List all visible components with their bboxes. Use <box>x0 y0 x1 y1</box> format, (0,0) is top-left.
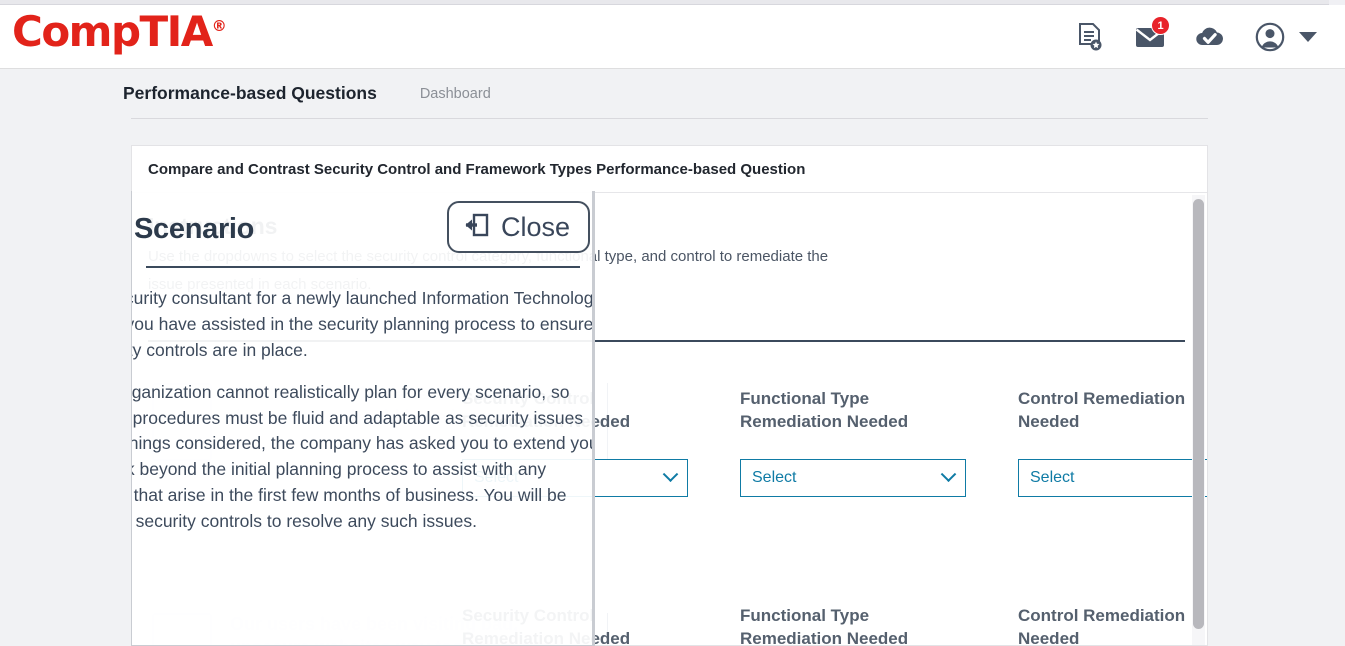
scenario-modal-body: As the lead security consultant for a ne… <box>132 268 594 535</box>
column-label-control-remediation: Control Remediation Needed <box>1018 389 1186 431</box>
dialogue-divider-1 <box>607 383 608 475</box>
scenario-paragraph-2: However, an organization cannot realisti… <box>131 381 594 532</box>
chevron-down-icon <box>940 465 957 482</box>
question-title: Compare and Contrast Security Control an… <box>148 160 806 178</box>
comptia-logo[interactable]: CompTIA® <box>12 11 227 53</box>
close-button-label: Close <box>500 211 570 242</box>
grid-column-functional-type: Functional Type Remediation Needed Selec… <box>740 605 1018 646</box>
topbar-icon-group: 1 <box>1073 16 1317 55</box>
browser-top-strip <box>0 0 1345 5</box>
select-functional-type-row-1[interactable]: Select <box>740 459 966 497</box>
logo-text: CompTIA <box>12 7 213 56</box>
select-value: Select <box>752 469 797 486</box>
scenario-modal-header: Scenario Close <box>134 191 590 268</box>
mail-icon[interactable]: 1 <box>1133 16 1170 55</box>
chevron-down-icon <box>662 465 679 482</box>
select-control-remediation-row-1[interactable]: Select <box>1018 459 1207 497</box>
grid-column-control-remediation: Control Remediation Needed Select <box>1018 605 1207 646</box>
scenario-modal-title: Scenario <box>134 213 255 245</box>
content-scrollbar-thumb[interactable] <box>1193 199 1204 629</box>
instructions-divider <box>148 340 1185 342</box>
column-label-functional-type: Functional Type Remediation Needed <box>740 606 909 646</box>
close-icon <box>463 211 491 244</box>
close-button[interactable]: Close <box>446 201 590 253</box>
certificate-icon[interactable] <box>1073 19 1107 55</box>
content-scrollbar[interactable] <box>1192 195 1205 645</box>
scenario-modal: Scenario Close As the lead security cons… <box>131 191 595 646</box>
question-card-header: Compare and Contrast Security Control an… <box>132 146 1207 193</box>
column-label-functional-type: Functional Type Remediation Needed <box>740 389 909 431</box>
select-value: Select <box>1030 469 1075 486</box>
logo-trademark: ® <box>211 17 227 35</box>
grid-column-functional-type: Functional Type Remediation Needed Selec… <box>740 388 1018 497</box>
chevron-down-icon[interactable] <box>1299 32 1317 42</box>
page-tab-bar: Performance-based Questions Dashboard <box>123 78 1208 119</box>
mail-badge-count: 1 <box>1151 16 1170 35</box>
browser-scrollbar-track[interactable] <box>1329 0 1345 5</box>
dialogue-divider-2 <box>607 613 608 645</box>
cloud-check-icon[interactable] <box>1193 19 1227 55</box>
scenario-paragraph-1: As the lead security consultant for a ne… <box>132 288 595 360</box>
tab-dashboard[interactable]: Dashboard <box>419 86 491 102</box>
scenario-modal-right-edge <box>592 191 594 645</box>
grid-column-control-remediation: Control Remediation Needed Select <box>1018 388 1207 497</box>
column-label-control-remediation: Control Remediation Needed <box>1018 606 1186 646</box>
account-icon[interactable] <box>1253 19 1287 55</box>
top-navigation-bar: CompTIA® 1 <box>0 5 1345 69</box>
tab-performance-based-questions[interactable]: Performance-based Questions <box>123 83 377 103</box>
